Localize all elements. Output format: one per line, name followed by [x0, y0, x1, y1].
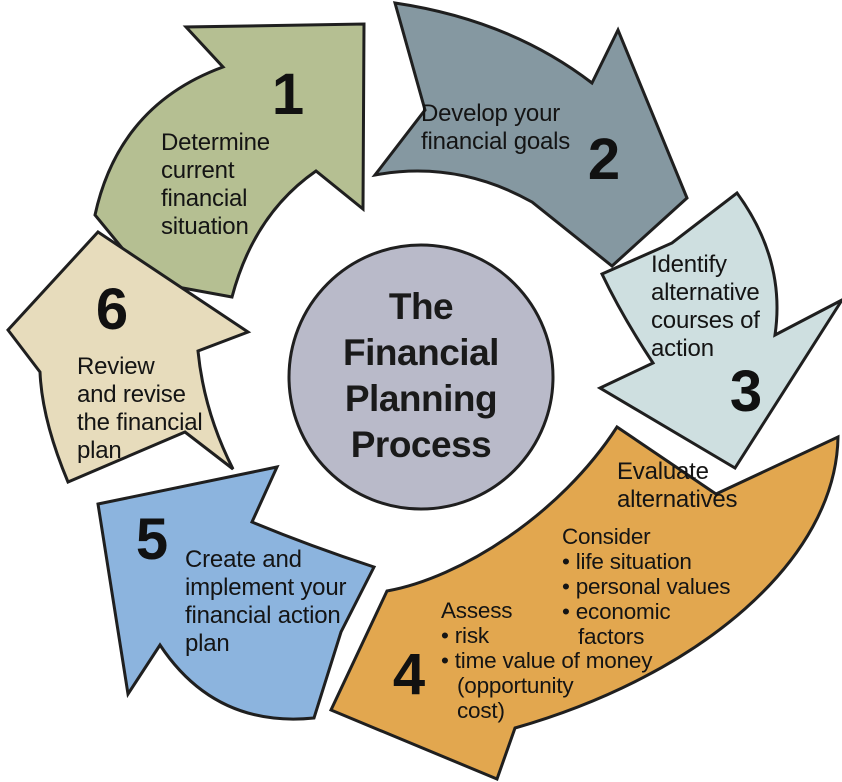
- label-line: Review: [77, 353, 155, 380]
- step-6-number: 6: [95, 277, 129, 342]
- assess-heading: Assess: [441, 598, 513, 623]
- label-line: implement your: [185, 574, 347, 601]
- assess-bullet-continuation: (opportunity: [457, 673, 574, 698]
- step-4-number: 4: [392, 642, 426, 707]
- step-5-number: 5: [135, 507, 169, 572]
- label-line: Develop your: [421, 100, 561, 127]
- step-2-label: Develop your financial goals: [421, 100, 570, 156]
- consider-bullet: • economic: [562, 599, 671, 624]
- step-1-arrow: [93, 22, 366, 299]
- consider-bullet-continuation: factors: [578, 624, 645, 649]
- label-line: Evaluate: [617, 458, 709, 485]
- step-4-assess-list: Assess • risk • time value of money (opp…: [441, 598, 652, 723]
- title-line: Process: [350, 424, 492, 465]
- title-line: The: [388, 286, 454, 327]
- label-line: Create and: [185, 546, 302, 573]
- consider-bullet: • personal values: [562, 574, 731, 599]
- label-line: action: [651, 335, 714, 362]
- step-6-arrow: [6, 230, 252, 484]
- label-line: Identify: [651, 251, 727, 278]
- step-3-arrow: [596, 190, 842, 471]
- step-6-label: Review and revise the financial plan: [77, 353, 203, 465]
- label-line: plan: [77, 437, 122, 464]
- label-line: alternative: [651, 279, 760, 306]
- title-line: Financial: [343, 332, 499, 373]
- label-line: financial goals: [421, 128, 571, 155]
- assess-bullet-continuation: cost): [457, 698, 505, 723]
- label-line: alternatives: [617, 486, 738, 513]
- label-line: the financial: [77, 409, 203, 436]
- step-3-label: Identify alternative courses of action: [651, 251, 760, 363]
- step-5-arrow: [96, 464, 377, 721]
- diagram-title: The Financial Planning Process: [286, 284, 556, 468]
- label-line: plan: [185, 630, 230, 657]
- label-line: financial action: [185, 602, 341, 629]
- step-1-number: 1: [271, 62, 305, 127]
- step-2-number: 2: [587, 127, 621, 192]
- step-2-arrow: [371, 1, 689, 268]
- title-line: Planning: [344, 378, 498, 419]
- step-5-label: Create and implement your financial acti…: [185, 546, 346, 658]
- label-line: current: [161, 157, 235, 184]
- assess-bullet: • risk: [441, 623, 489, 648]
- step-4-consider-list: Consider • life situation • personal val…: [562, 524, 731, 649]
- consider-heading: Consider: [562, 524, 651, 549]
- assess-bullet: • time value of money: [441, 648, 653, 673]
- label-line: financial: [161, 185, 248, 212]
- consider-bullet: • life situation: [562, 549, 692, 574]
- step-4-label: Evaluate alternatives: [617, 458, 738, 514]
- center-circle: [287, 243, 555, 511]
- label-line: courses of: [651, 307, 760, 334]
- step-1-label: Determine current financial situation: [161, 129, 270, 241]
- label-line: situation: [161, 213, 249, 240]
- step-3-number: 3: [729, 359, 763, 424]
- step-4-arrow: [328, 424, 840, 781]
- label-line: and revise: [77, 381, 186, 408]
- label-line: Determine: [161, 129, 270, 156]
